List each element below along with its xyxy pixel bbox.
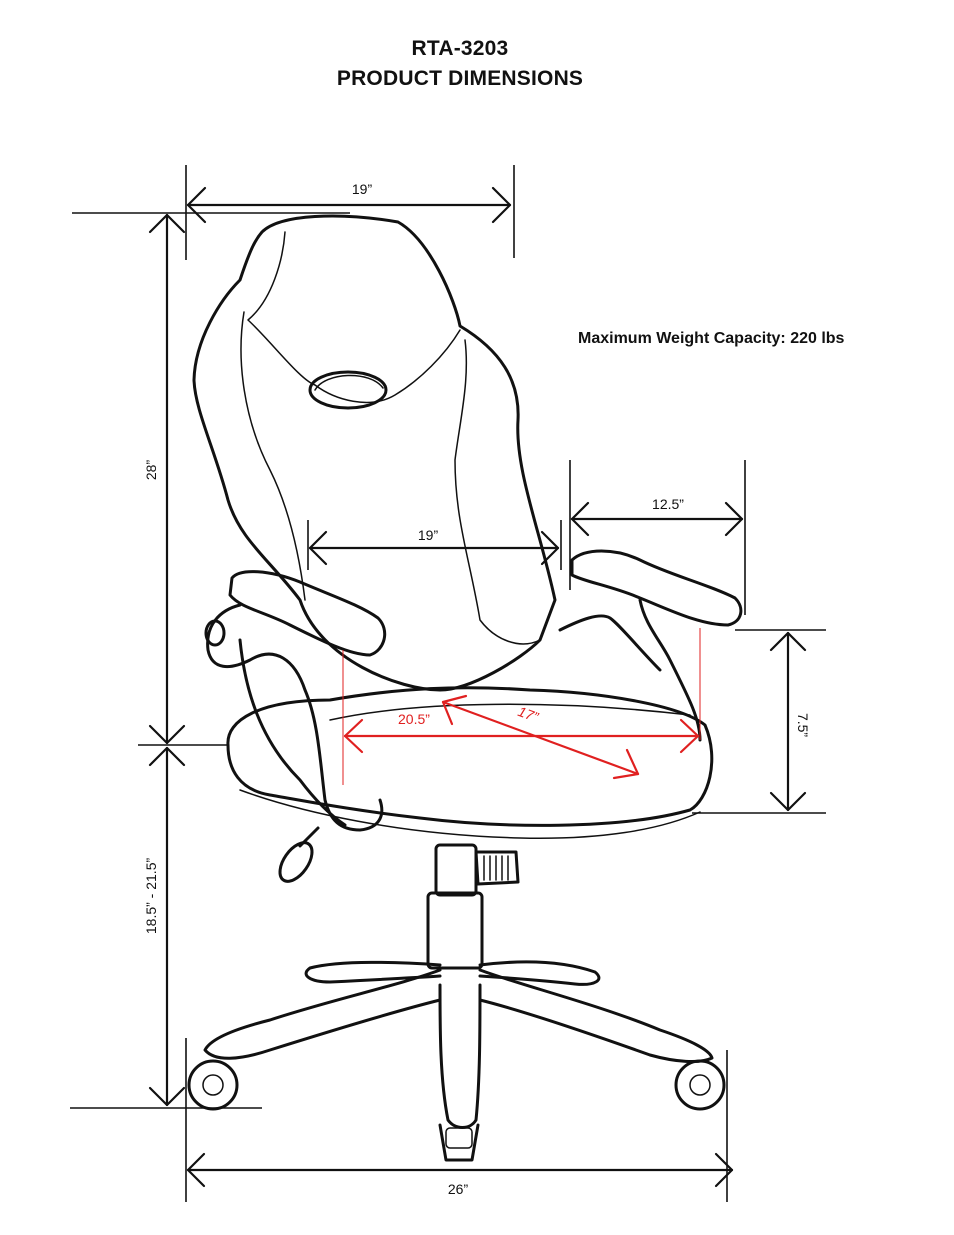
- caster-left-hub: [202, 1074, 224, 1096]
- headrest-hole: [308, 370, 388, 410]
- caster-front: [438, 1123, 480, 1162]
- arm-height-label: 7.5”: [795, 713, 811, 737]
- seat-height-label: 18.5” - 21.5”: [143, 858, 159, 935]
- arm-depth-label: 12.5”: [652, 496, 684, 512]
- left-armrest-bracket: [238, 638, 347, 827]
- caster-left: [187, 1059, 239, 1111]
- base-left-arm: [203, 968, 442, 1060]
- backrest-height-label: 28”: [143, 460, 159, 481]
- weight-capacity-label: Maximum Weight Capacity: 220 lbs: [578, 330, 845, 347]
- seat-cushion: [226, 686, 714, 827]
- backrest-inner-left: [240, 311, 306, 601]
- left-armrest-knob: [204, 619, 226, 647]
- left-armrest-support: [206, 603, 384, 832]
- gas-cylinder-base: [426, 891, 484, 970]
- tilt-knob-ribs: [483, 855, 509, 881]
- caster-front-hub: [445, 1127, 473, 1149]
- caster-right: [674, 1059, 726, 1111]
- left-armrest-pad: [228, 570, 387, 657]
- seatback-width-label: 19”: [418, 527, 439, 543]
- page-title: RTA-3203 PRODUCT DIMENSIONS: [0, 34, 920, 94]
- tension-lever-knob: [278, 841, 314, 883]
- base-width-label: 26”: [448, 1181, 469, 1197]
- seat-dimensions: 20.5” 17”: [342, 628, 701, 785]
- base-back-left: [304, 960, 442, 984]
- dimension-annotations: 19” 28” 19” 12.5” 7.5” 18.5” -: [70, 165, 826, 1202]
- model-number: RTA-3203: [411, 37, 509, 60]
- backrest-inner-right: [454, 339, 541, 645]
- backrest-width-label: 19”: [352, 181, 373, 197]
- right-armrest-bracket: [558, 614, 662, 672]
- chair-illustration: [187, 214, 743, 1162]
- tilt-knob: [474, 850, 520, 886]
- base-right-arm: [478, 968, 714, 1064]
- headrest-panel: [247, 231, 461, 404]
- gas-cylinder-top: [434, 843, 478, 897]
- seat-front-curve: [239, 789, 701, 839]
- headrest-hole-inner: [314, 374, 384, 391]
- seat-depth-label: 17”: [516, 703, 542, 725]
- right-armrest-pad: [570, 549, 743, 627]
- right-armrest-support: [638, 598, 702, 742]
- seat-seam: [329, 703, 691, 721]
- backrest-outline: [192, 214, 557, 692]
- base-front-arm: [438, 983, 482, 1129]
- seat-depth-line: [441, 700, 640, 776]
- base-back-right: [478, 960, 601, 986]
- caster-right-hub: [689, 1074, 711, 1096]
- seat-width-label: 20.5”: [398, 711, 430, 727]
- title-subtitle: PRODUCT DIMENSIONS: [336, 67, 584, 90]
